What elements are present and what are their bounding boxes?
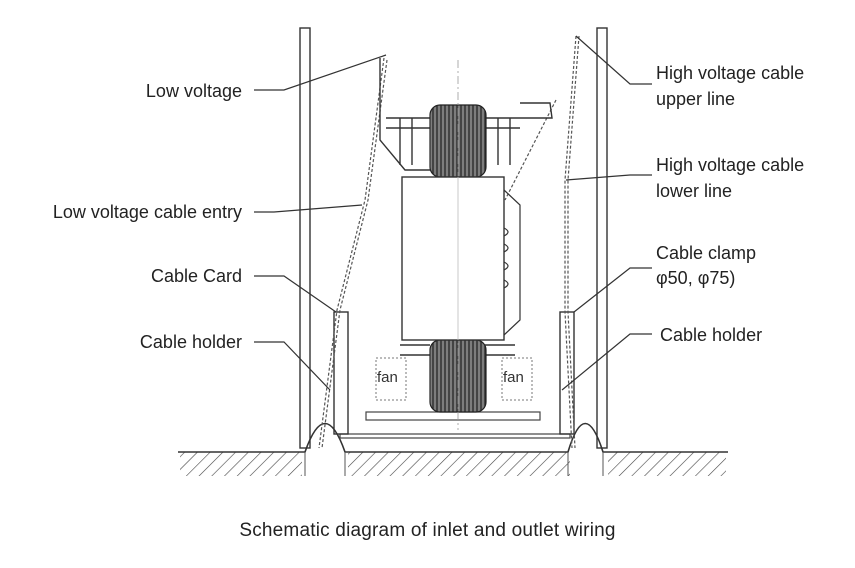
label-hv-lower-line-2: lower line (656, 181, 733, 201)
label-hv-upper-line-1: High voltage cable (656, 63, 805, 83)
label-cable-card: Cable Card (150, 266, 242, 286)
transformer-coil (429, 60, 487, 430)
diagram-caption: Schematic diagram of inlet and outlet wi… (239, 520, 616, 541)
label-low-voltage: Low voltage (145, 81, 242, 101)
label-cable-holder-right: Cable holder (660, 325, 763, 345)
ground (178, 411, 728, 476)
enclosure-walls (299, 27, 608, 449)
label-fan-left: fan (377, 369, 398, 386)
transformer-body (401, 176, 521, 341)
label-cable-clamp-1: Cable clamp (656, 243, 757, 263)
cable-holders (333, 311, 575, 435)
label-cable-holder-left: Cable holder (139, 332, 242, 352)
label-fan-right: fan (503, 369, 524, 386)
leader-lines (254, 35, 652, 391)
label-cable-clamp-2: φ50, φ75) (656, 268, 736, 288)
cables (318, 35, 580, 449)
label-low-voltage-cable-entry: Low voltage cable entry (52, 202, 242, 222)
label-hv-lower-line-1: High voltage cable (656, 155, 805, 175)
label-hv-upper-line-2: upper line (656, 89, 736, 109)
transformer-frame (379, 58, 553, 356)
